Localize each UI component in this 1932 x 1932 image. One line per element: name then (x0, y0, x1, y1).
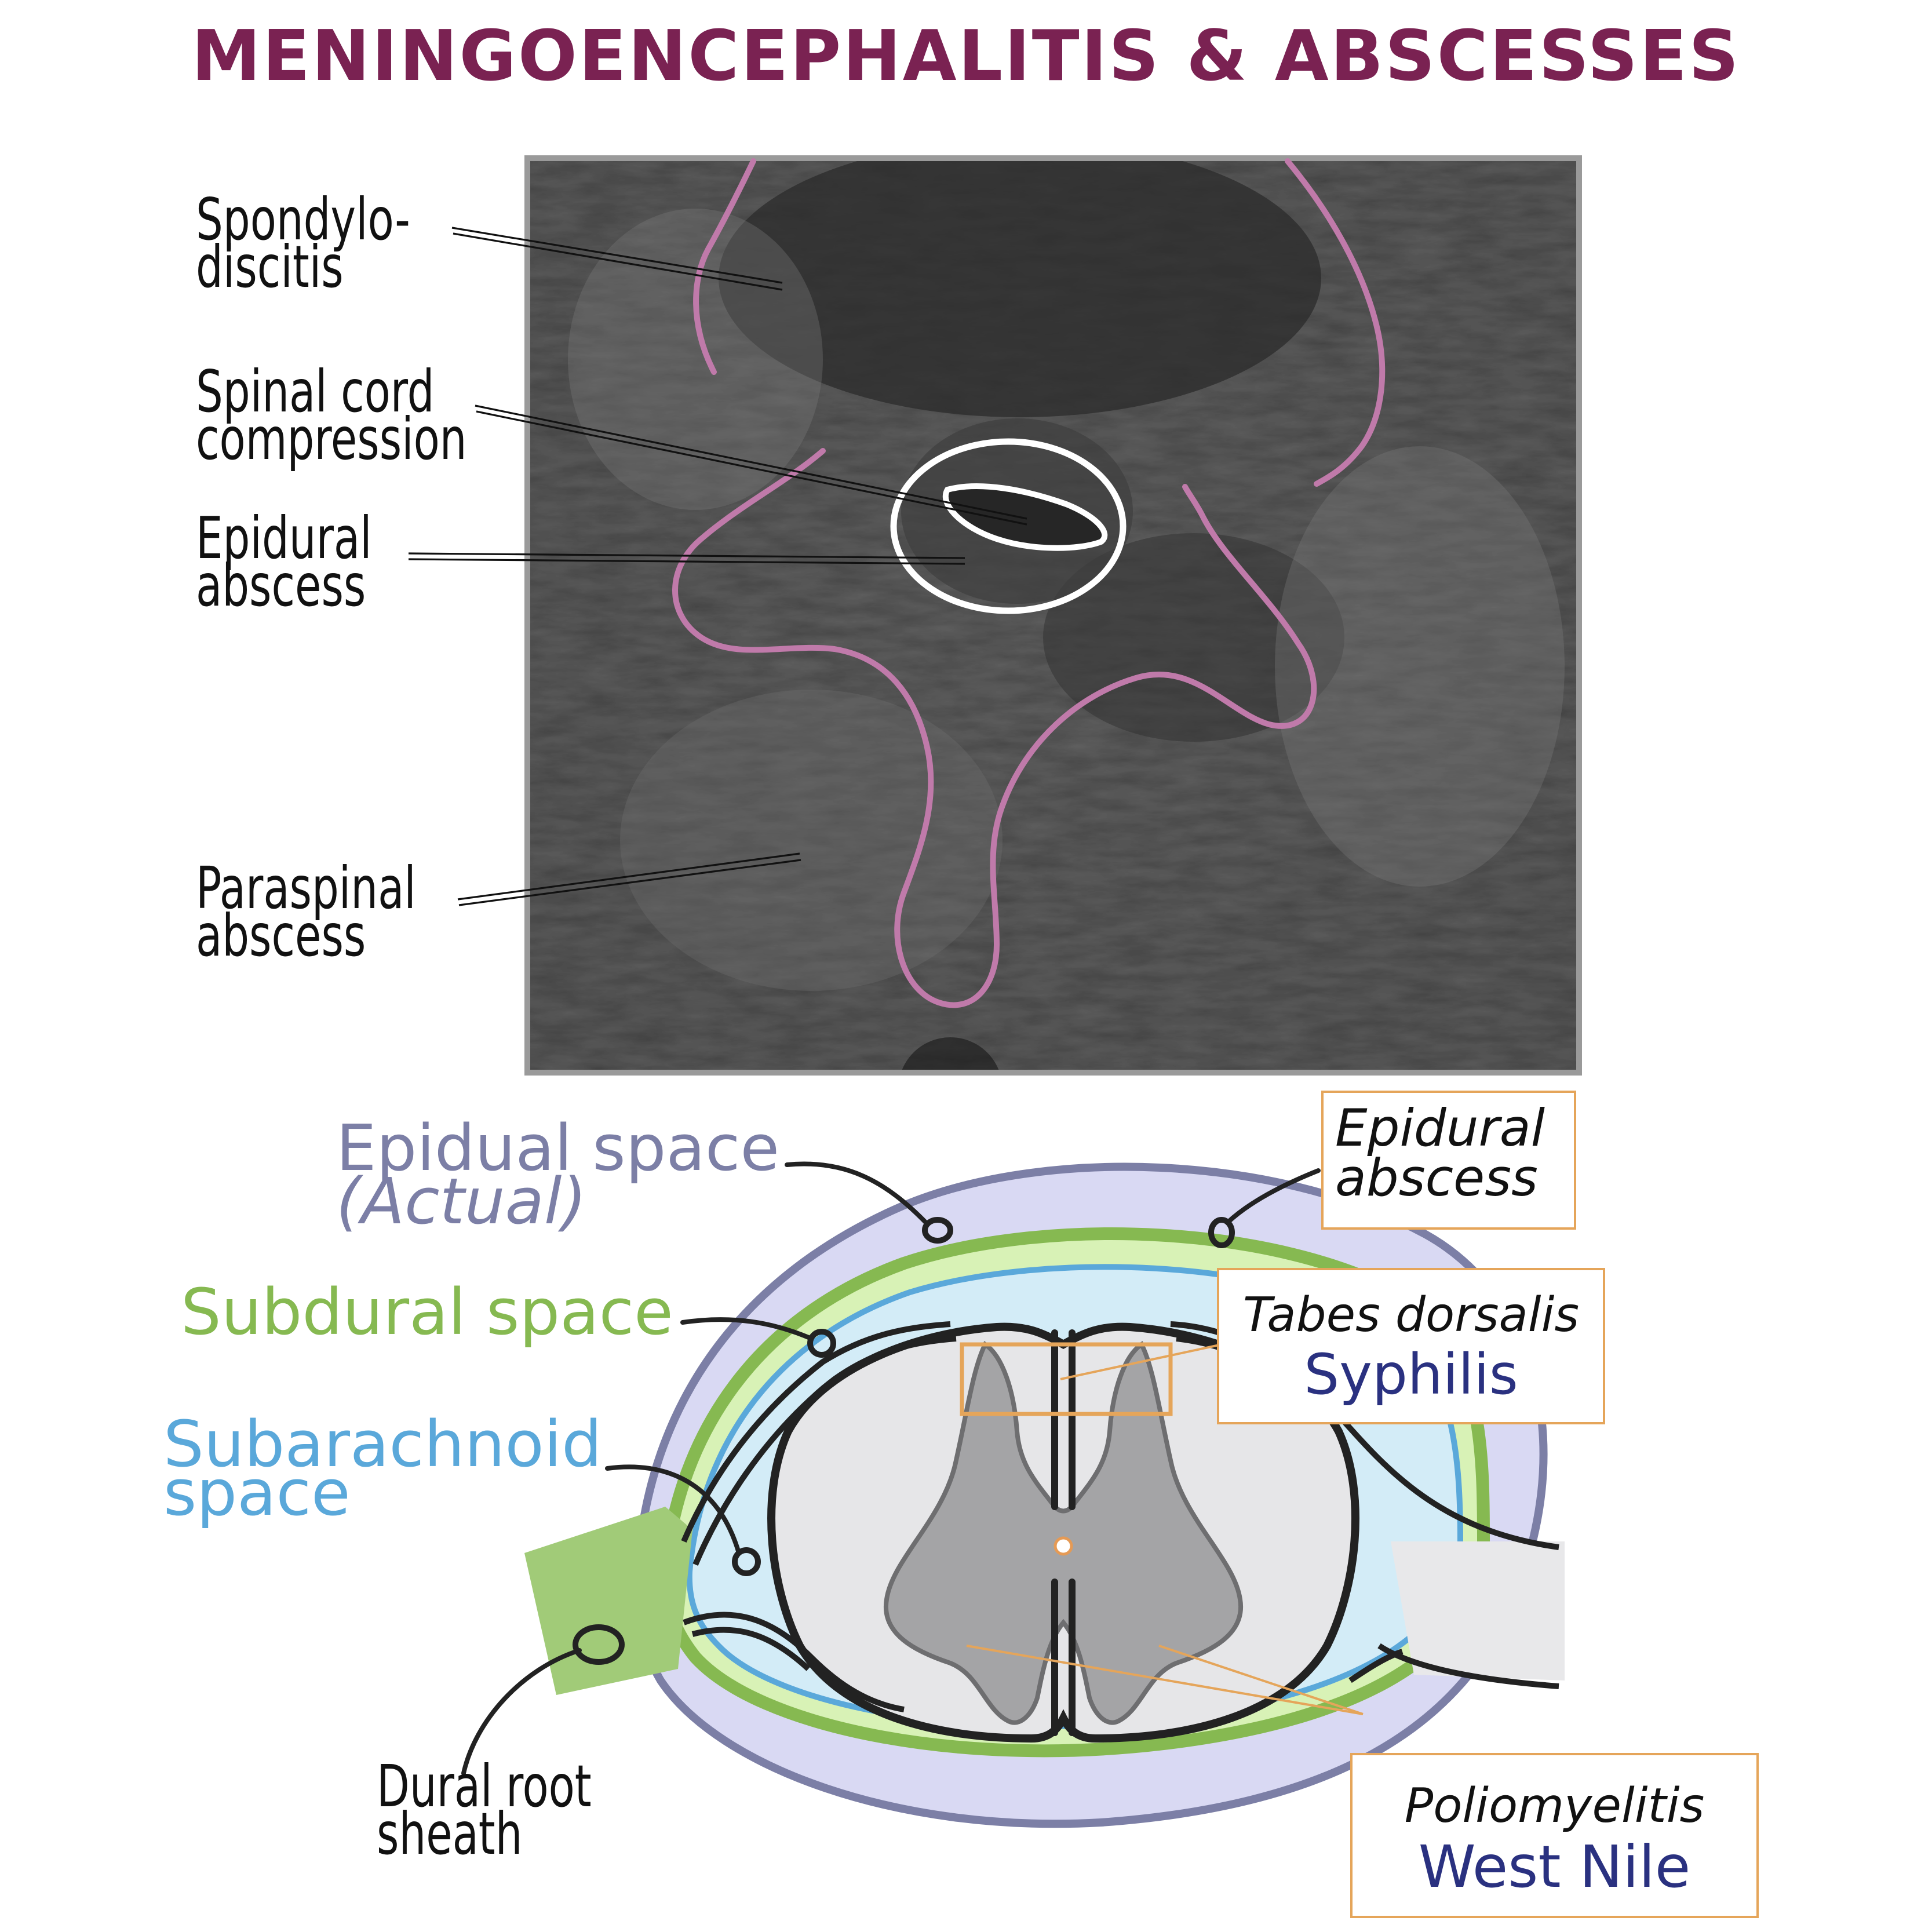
label-cord-compression: Spinal cord compression (196, 358, 467, 473)
dorsal-column-highlight (960, 1342, 1173, 1416)
dural-root-sheath-shape (524, 1507, 692, 1695)
vertebra-outline (672, 158, 1386, 1008)
poliomyelitis-box: Poliomyelitis West Nile (1350, 1753, 1759, 1918)
label-dural-root-sheath: Dural root sheath (377, 1752, 592, 1868)
region-markers (573, 1217, 1235, 1665)
tabes-dorsalis-box: Tabes dorsalis Syphilis (1217, 1268, 1605, 1424)
mri-leader-lines (408, 227, 1027, 906)
anterior-median-fissure (1051, 1579, 1076, 1736)
central-canal (1054, 1536, 1073, 1556)
label-spondylodiscitis: Spondylo- discitis (196, 185, 410, 301)
label-epidural-abscess-mri: Epidural abscess (196, 504, 372, 619)
label-subdural-space: Subdural space (181, 1275, 673, 1349)
right-nerve-root (1391, 1541, 1565, 1681)
page-title: MENINGOENCEPHALITIS & ABSCESSES (191, 16, 1741, 97)
diagram-leader-lines (461, 1161, 1321, 1776)
label-epidural-space: Epidual space (Actual) (336, 1111, 780, 1238)
mri-image (408, 155, 1582, 1076)
posterior-median-sulcus (1051, 1329, 1076, 1510)
spinal-cross-section (461, 1161, 1565, 1828)
label-subarachnoid-space: Subarachnoid space (163, 1407, 603, 1530)
epidural-abscess-box: Epidural abscess (1321, 1091, 1576, 1230)
label-paraspinal-abscess: Paraspinal abscess (196, 854, 416, 969)
compressed-cord-outline (942, 483, 1108, 551)
box-leader-lines (966, 1342, 1364, 1715)
thecal-sac-outline (890, 438, 1127, 614)
